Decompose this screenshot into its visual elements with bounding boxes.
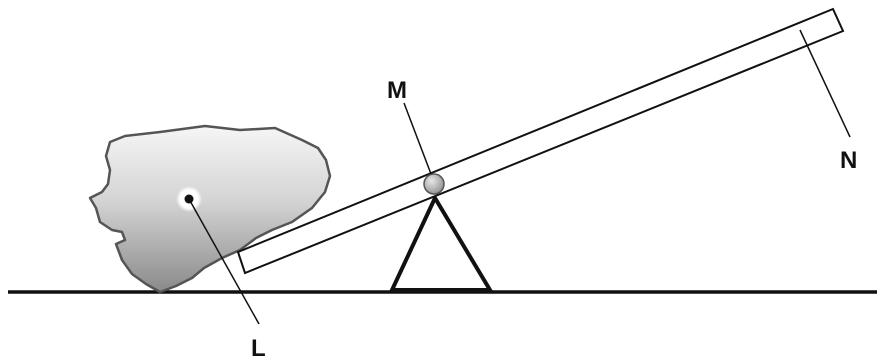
leader-line-l <box>188 198 260 325</box>
rock-shape <box>88 124 332 294</box>
label-n: N <box>840 147 857 174</box>
lever-bar <box>236 7 845 275</box>
fulcrum-triangle <box>388 193 494 292</box>
pivot-ball <box>423 173 445 195</box>
leader-line-m <box>403 102 432 175</box>
label-m: M <box>387 77 407 104</box>
leader-line-n <box>799 29 851 138</box>
label-l: L <box>251 335 266 360</box>
